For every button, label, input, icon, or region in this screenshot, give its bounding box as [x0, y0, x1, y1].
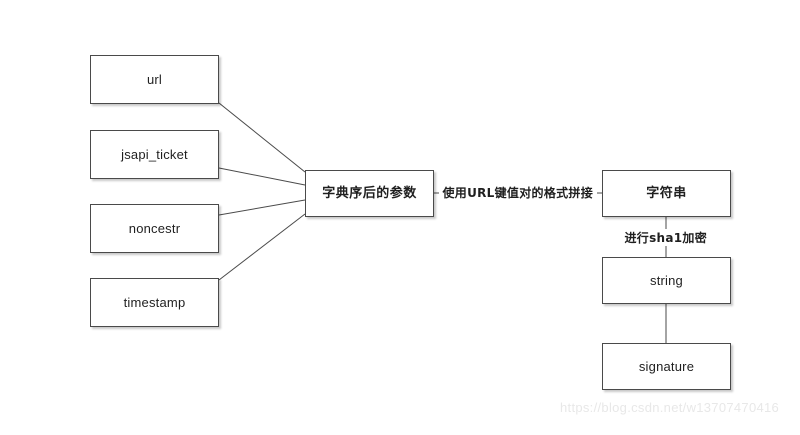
node-stringcn[interactable]: 字符串	[602, 170, 731, 217]
node-timestamp[interactable]: timestamp	[90, 278, 219, 327]
edge-timestamp-to-sorted	[218, 213, 306, 281]
node-sorted[interactable]: 字典序后的参数	[305, 170, 434, 217]
csdn-watermark: https://blog.csdn.net/w13707470416	[560, 400, 780, 415]
node-label-url: url	[146, 71, 163, 87]
node-url[interactable]: url	[90, 55, 219, 104]
edge-label-lbl-sha1: 进行sha1加密	[620, 228, 712, 246]
node-noncestr[interactable]: noncestr	[90, 204, 219, 253]
edge-jsapi-to-sorted	[218, 167, 306, 186]
node-label-noncestr: noncestr	[128, 220, 181, 236]
edge-label-lbl-url-join: 使用URL键值对的格式拼接	[438, 183, 598, 201]
node-label-jsapi: jsapi_ticket	[121, 146, 188, 162]
node-signature[interactable]: signature	[602, 343, 731, 390]
node-string[interactable]: string	[602, 257, 731, 304]
node-label-timestamp: timestamp	[123, 294, 186, 310]
node-label-sorted: 字典序后的参数	[322, 185, 417, 201]
node-jsapi[interactable]: jsapi_ticket	[90, 130, 219, 179]
edge-noncestr-to-sorted	[218, 199, 306, 216]
node-label-string: string	[650, 272, 683, 288]
edge-url-to-sorted	[218, 102, 306, 173]
node-label-signature: signature	[638, 358, 695, 374]
node-label-stringcn: 字符串	[646, 185, 687, 201]
